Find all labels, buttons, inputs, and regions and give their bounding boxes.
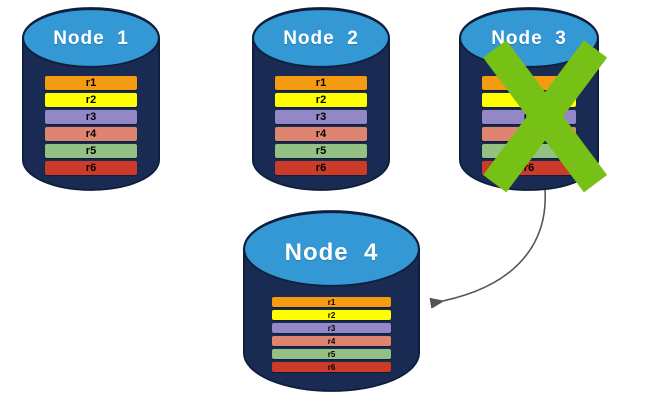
node-rows-list: r1 r2 r3 r4 r5 r6: [22, 76, 160, 175]
data-row-label: r2: [315, 94, 327, 106]
data-row-label: r1: [315, 77, 327, 89]
data-row-label: r4: [315, 128, 327, 140]
data-row-r1[interactable]: r1: [482, 76, 576, 90]
data-row-label: r3: [85, 111, 97, 123]
data-row-label: r2: [85, 94, 97, 106]
data-row-r4[interactable]: r4: [45, 127, 137, 141]
data-row-label: r3: [327, 323, 336, 333]
data-row-label: r6: [523, 162, 535, 174]
data-row-r3[interactable]: r3: [275, 110, 367, 124]
data-row-label: r3: [315, 111, 327, 123]
data-row-label: r6: [85, 162, 97, 174]
data-row-label: r1: [85, 77, 97, 89]
data-row-label: r5: [523, 145, 535, 157]
cylinder-top-ellipse: [252, 8, 390, 68]
data-row-label: r1: [327, 297, 336, 307]
data-row-r3[interactable]: r3: [272, 323, 391, 333]
data-row-r2[interactable]: r2: [272, 310, 391, 320]
data-row-label: r1: [523, 77, 535, 89]
data-row-r2[interactable]: r2: [275, 93, 367, 107]
data-row-r4[interactable]: r4: [482, 127, 576, 141]
cylinder-top-ellipse: [459, 8, 599, 68]
data-row-r3[interactable]: r3: [482, 110, 576, 124]
data-row-label: r6: [315, 162, 327, 174]
data-row-r6[interactable]: r6: [482, 161, 576, 175]
data-row-r1[interactable]: r1: [275, 76, 367, 90]
data-row-r5[interactable]: r5: [272, 349, 391, 359]
data-row-r1[interactable]: r1: [272, 297, 391, 307]
cylinder-top-ellipse: [243, 211, 420, 287]
data-row-label: r2: [327, 310, 336, 320]
data-row-label: r4: [523, 128, 535, 140]
data-row-r4[interactable]: r4: [272, 336, 391, 346]
cylinder-top-ellipse: [22, 8, 160, 68]
data-row-r2[interactable]: r2: [45, 93, 137, 107]
data-row-label: r2: [523, 94, 535, 106]
data-row-label: r5: [85, 145, 97, 157]
data-row-label: r6: [327, 362, 336, 372]
data-row-label: r5: [327, 349, 336, 359]
node-rows-list: r1 r2 r3 r4 r5 r6: [243, 297, 420, 372]
data-row-label: r3: [523, 111, 535, 123]
data-row-r5[interactable]: r5: [275, 144, 367, 158]
node-rows-list: r1 r2 r3 r4 r5 r6: [252, 76, 390, 175]
data-row-r4[interactable]: r4: [275, 127, 367, 141]
node-rows-list: r1 r2 r3 r4 r5 r6: [459, 76, 599, 175]
data-row-r1[interactable]: r1: [45, 76, 137, 90]
data-row-r6[interactable]: r6: [45, 161, 137, 175]
data-row-r3[interactable]: r3: [45, 110, 137, 124]
data-row-r6[interactable]: r6: [272, 362, 391, 372]
data-row-label: r5: [315, 145, 327, 157]
data-row-r6[interactable]: r6: [275, 161, 367, 175]
data-row-r5[interactable]: r5: [45, 144, 137, 158]
data-row-r5[interactable]: r5: [482, 144, 576, 158]
data-row-label: r4: [327, 336, 336, 346]
data-row-r2[interactable]: r2: [482, 93, 576, 107]
data-row-label: r4: [85, 128, 97, 140]
